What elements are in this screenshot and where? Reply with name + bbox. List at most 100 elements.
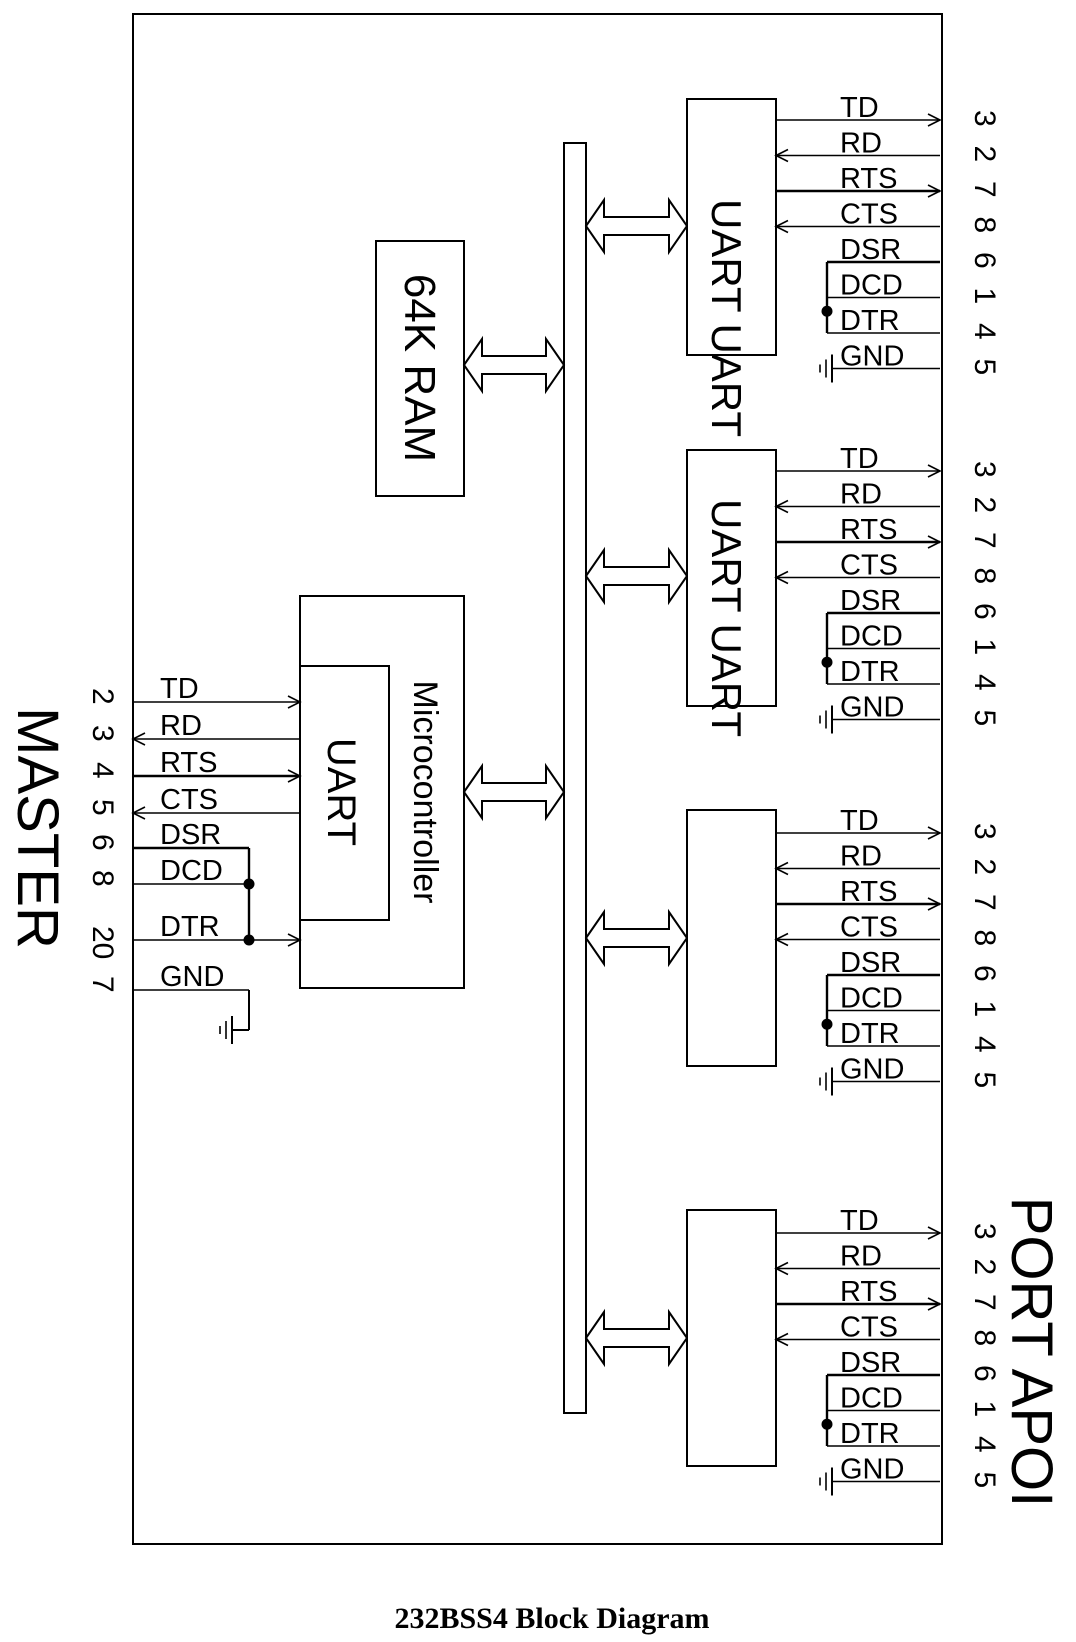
ram-bus-arrow	[462, 335, 566, 395]
ground-icon	[819, 705, 833, 734]
pin-number: 6	[968, 965, 1001, 982]
master-signal-label-dtr: DTR	[160, 911, 220, 943]
pin-number: 2	[968, 146, 1001, 163]
arrow-in-icon	[287, 695, 302, 709]
signal-label-gnd: GND	[840, 692, 904, 724]
master-pin-number: 3	[86, 725, 119, 742]
pin-number: 8	[968, 1330, 1001, 1347]
signal-label-rts: RTS	[840, 163, 897, 195]
signal-label-dtr: DTR	[840, 656, 900, 688]
signal-label-rd: RD	[840, 128, 882, 160]
port3-bus-arrow	[584, 908, 689, 968]
uart-block-label-1: UART UART	[703, 199, 750, 437]
signal-label-rd: RD	[840, 841, 882, 873]
arrow-out-icon	[927, 535, 942, 549]
arrow-in-icon	[774, 932, 789, 947]
signal-label-gnd: GND	[840, 1054, 904, 1086]
pin-number: 5	[968, 710, 1001, 727]
master-signal-label-dsr: DSR	[160, 819, 221, 851]
ram-label: 64K RAM	[395, 274, 444, 462]
pin-number: 4	[968, 674, 1001, 691]
junction-dot	[821, 656, 833, 668]
signal-label-cts: CTS	[840, 199, 898, 231]
signal-label-dtr: DTR	[840, 1418, 900, 1450]
signal-label-gnd: GND	[840, 1454, 904, 1486]
arrow-out-icon	[927, 897, 942, 911]
pin-number: 4	[968, 323, 1001, 340]
signal-label-dcd: DCD	[840, 621, 903, 653]
pin-number: 2	[968, 497, 1001, 514]
signal-label-dtr: DTR	[840, 305, 900, 337]
pin-number: 7	[968, 532, 1001, 549]
master-uart-block	[299, 665, 390, 921]
signal-label-rts: RTS	[840, 1276, 897, 1308]
master-pin-number: 20	[86, 926, 119, 959]
arrow-in-icon	[774, 219, 789, 234]
junction-dot	[243, 878, 255, 890]
pin-number: 7	[968, 181, 1001, 198]
port-label: PORT APOI	[999, 1197, 1064, 1508]
signal-label-rts: RTS	[840, 876, 897, 908]
arrow-out-icon	[131, 732, 146, 746]
port2-bus-arrow	[584, 546, 689, 606]
pin-number: 2	[968, 859, 1001, 876]
ground-icon	[219, 1016, 233, 1044]
signal-label-td: TD	[840, 92, 879, 124]
master-label: MASTER	[5, 707, 70, 949]
pin-number: 7	[968, 1294, 1001, 1311]
diagram-caption: 232BSS4 Block Diagram	[394, 1602, 709, 1635]
pin-number: 6	[968, 252, 1001, 269]
master-signal-label-td: TD	[160, 673, 199, 705]
arrow-in-icon	[774, 148, 789, 163]
port-signal-groups: TDRDRTSCTSDSRDCDDTRGND32786145TDRDRTSCTS…	[774, 92, 1001, 1496]
master-signal-label-rts: RTS	[160, 747, 217, 779]
pin-number: 3	[968, 823, 1001, 840]
signal-label-cts: CTS	[840, 1312, 898, 1344]
mcu-bus-arrow	[462, 762, 566, 822]
signal-label-rd: RD	[840, 1241, 882, 1273]
signal-label-td: TD	[840, 1205, 879, 1237]
signal-label-rd: RD	[840, 479, 882, 511]
pin-number: 8	[968, 217, 1001, 234]
arrow-out-icon	[927, 113, 942, 127]
signal-label-dsr: DSR	[840, 947, 901, 979]
arrow-out-icon	[927, 184, 942, 198]
junction-dot	[821, 1018, 833, 1030]
master-pin-number: 6	[86, 834, 119, 851]
master-pin-number: 4	[86, 762, 119, 779]
uart-block-label-2: UART UART	[703, 499, 750, 737]
arrow-in-icon	[774, 1261, 789, 1276]
pin-number: 5	[968, 1472, 1001, 1489]
pin-number: 1	[968, 1001, 1001, 1018]
arrow-in-icon	[287, 769, 302, 783]
arrow-in-icon	[774, 1332, 789, 1347]
pin-number: 4	[968, 1436, 1001, 1453]
master-signal-label-cts: CTS	[160, 784, 218, 816]
arrow-in-icon	[774, 570, 789, 585]
signal-label-dcd: DCD	[840, 1383, 903, 1415]
signal-label-rts: RTS	[840, 514, 897, 546]
pin-number: 6	[968, 603, 1001, 620]
signal-label-td: TD	[840, 805, 879, 837]
master-uart-label: UART	[319, 738, 363, 846]
port-uart-block-4	[686, 1209, 777, 1467]
pin-number: 3	[968, 461, 1001, 478]
port-uart-block-3	[686, 809, 777, 1067]
arrow-out-icon	[927, 464, 942, 478]
arrow-out-icon	[927, 826, 942, 840]
system-bus	[563, 142, 587, 1414]
microcontroller-label: Microcontroller	[406, 681, 444, 904]
junction-dot	[821, 1418, 833, 1430]
pin-number: 8	[968, 568, 1001, 585]
master-pin-number: 8	[86, 870, 119, 887]
signal-label-cts: CTS	[840, 550, 898, 582]
pin-number: 8	[968, 930, 1001, 947]
arrow-in-icon	[287, 933, 302, 947]
pin-number: 5	[968, 359, 1001, 376]
master-pin-number: 7	[86, 976, 119, 993]
